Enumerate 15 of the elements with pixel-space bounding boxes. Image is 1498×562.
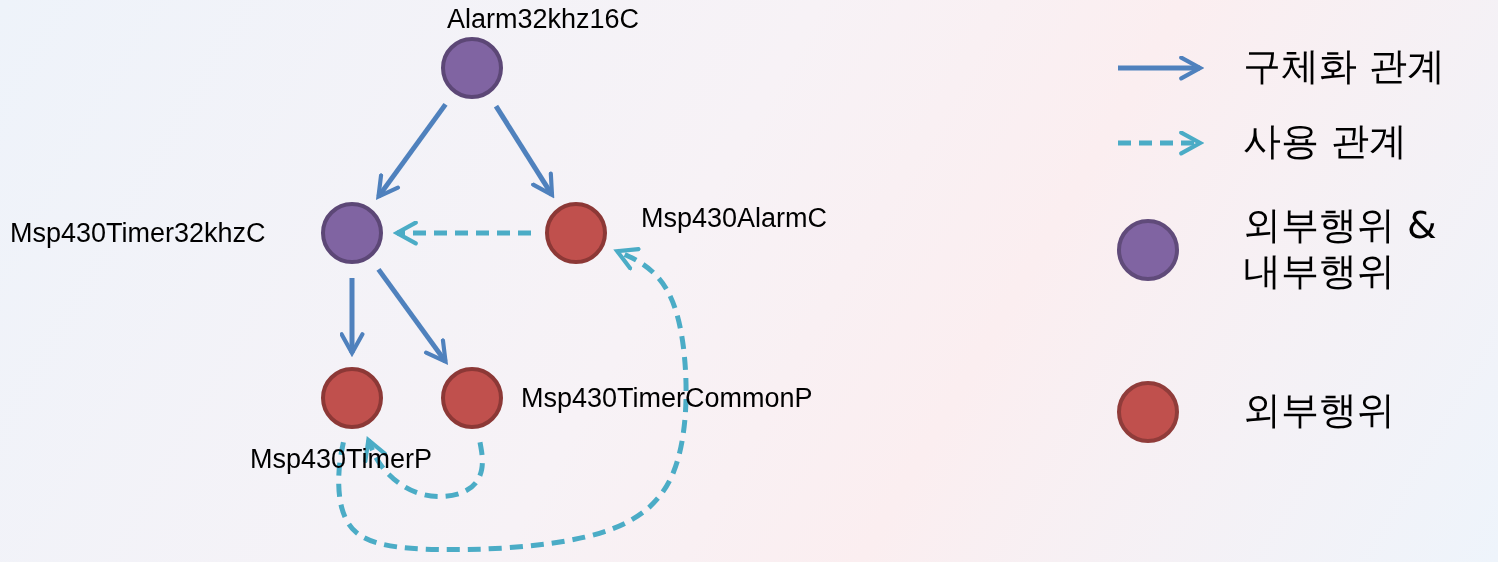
dashed-arrow [394,220,531,246]
legend-label: 사용 관계 [1243,118,1409,164]
dashed-arrow [363,437,485,499]
arrow [339,278,365,356]
arrow [376,267,448,364]
arrow [376,102,448,199]
node-label: Msp430AlarmC [641,203,828,233]
arrow [493,104,555,197]
node-label: Alarm32khz16C [447,4,640,34]
legend-label: 구체화 관계 [1243,43,1447,89]
node-label: Msp430Timer32khzC [10,218,266,248]
dashed-arrow [336,247,689,553]
legend-label: 외부행위 [1243,387,1396,433]
legend-label: 외부행위 & 내부행위 [1243,202,1438,294]
node-label: Msp430TimerCommonP [521,383,813,413]
